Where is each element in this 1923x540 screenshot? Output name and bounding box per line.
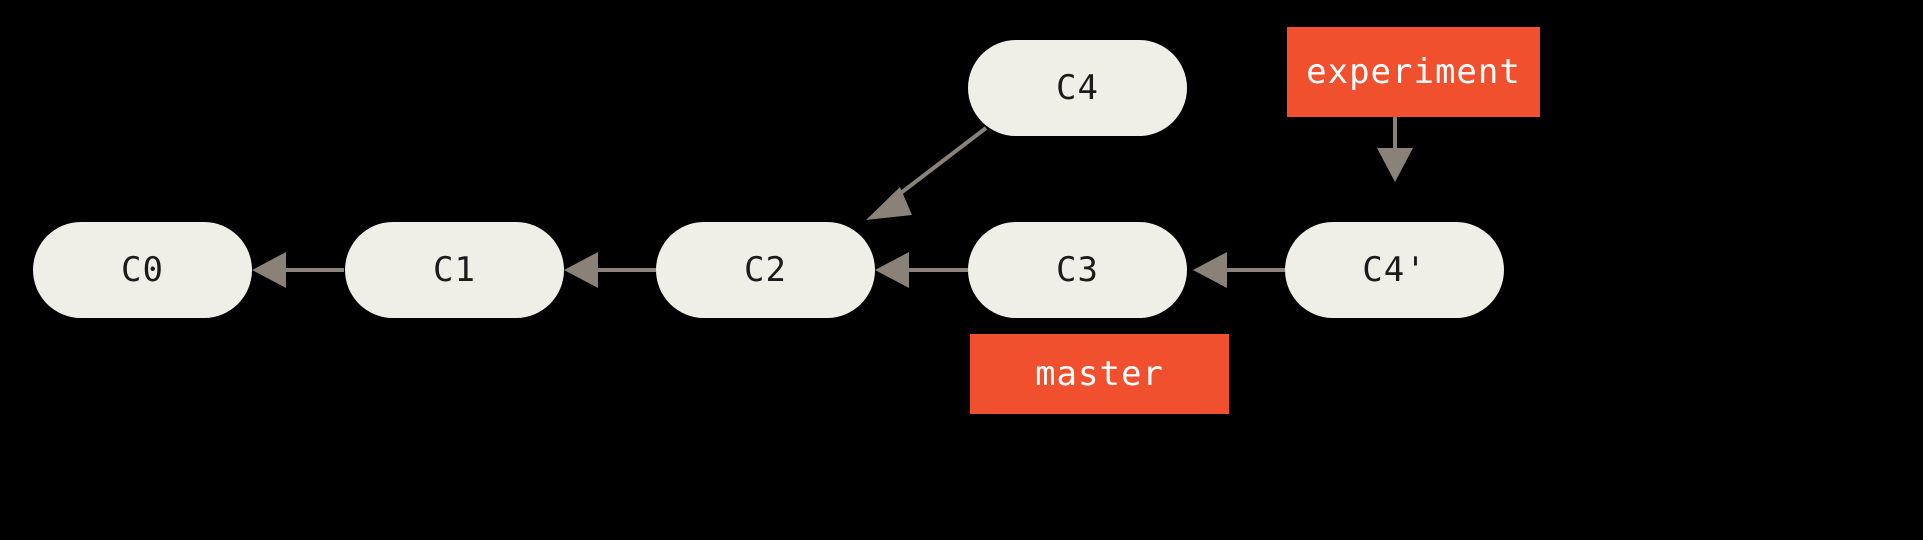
edge-c4prime-to-c3	[1193, 252, 1285, 288]
commit-label: C2	[744, 250, 787, 290]
branch-label-text: master	[1035, 354, 1164, 394]
branch-label-master[interactable]: master	[970, 334, 1229, 414]
commit-label: C4	[1056, 68, 1099, 108]
edge-c4-to-c2	[866, 126, 988, 220]
edge-c1-to-c0	[252, 252, 344, 288]
edge-c2-to-c1	[564, 252, 656, 288]
commit-node-c4[interactable]: C4	[968, 40, 1187, 136]
commit-node-c3[interactable]: C3	[968, 222, 1187, 318]
commit-label: C1	[433, 250, 476, 290]
branch-label-text: experiment	[1306, 52, 1521, 92]
commit-node-c1[interactable]: C1	[345, 222, 564, 318]
edge-c3-to-c2	[875, 252, 968, 288]
commit-label: C3	[1056, 250, 1099, 290]
edge-experiment-to-c4prime	[1377, 117, 1413, 182]
commit-node-c2[interactable]: C2	[656, 222, 875, 318]
commit-node-c4-prime[interactable]: C4'	[1285, 222, 1504, 318]
commit-label: C4'	[1362, 250, 1427, 290]
commit-node-c0[interactable]: C0	[33, 222, 252, 318]
branch-label-experiment[interactable]: experiment	[1287, 27, 1540, 117]
commit-label: C0	[121, 250, 164, 290]
